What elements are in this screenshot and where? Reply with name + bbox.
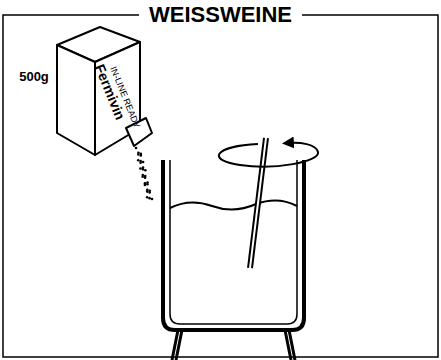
weight-label: 500g: [19, 70, 49, 83]
stirrer: [219, 138, 318, 268]
frame: [3, 15, 438, 357]
package: [57, 27, 152, 155]
tank: [163, 160, 304, 360]
powder: [135, 147, 154, 201]
title: WEISSWEINE: [139, 4, 302, 26]
